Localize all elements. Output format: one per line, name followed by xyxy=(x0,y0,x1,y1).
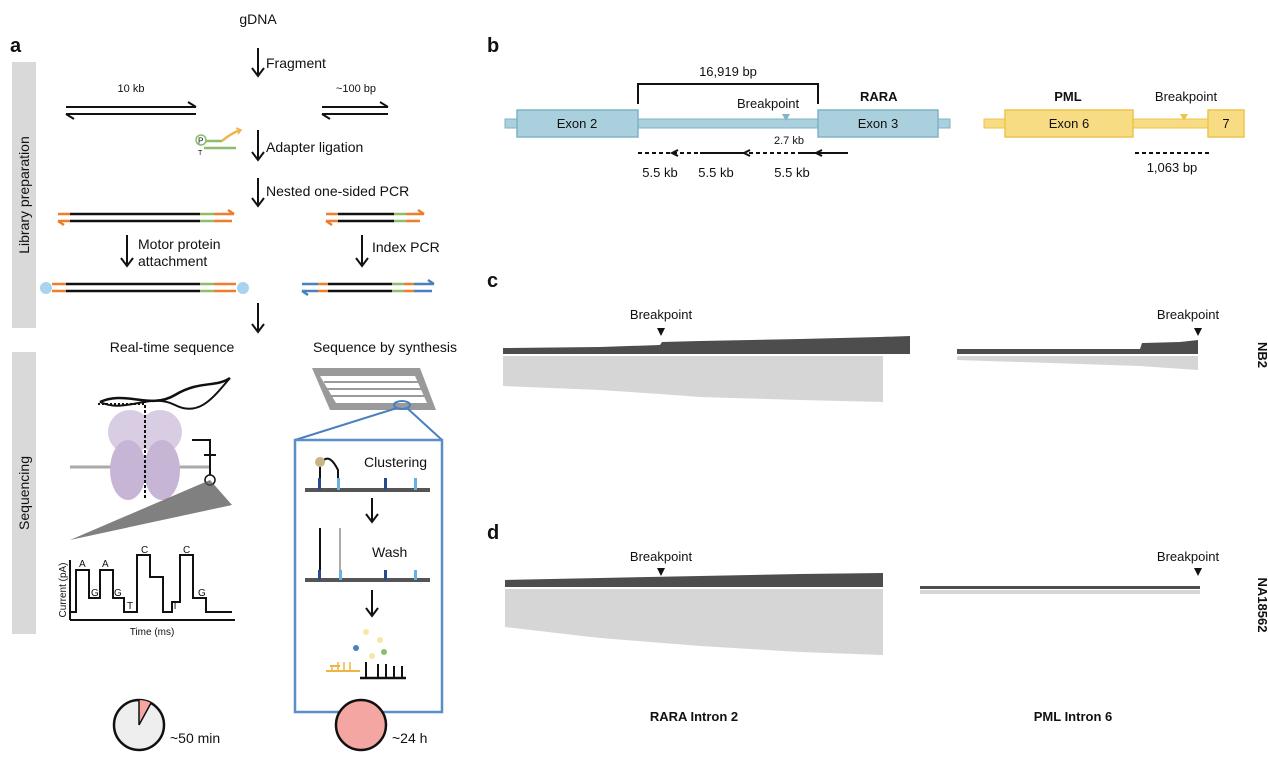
adapter-icon: P T xyxy=(195,127,243,157)
rara-amplicon-1: 5.5 kb xyxy=(642,165,677,180)
flow-arrows xyxy=(120,48,369,334)
panel-label-b: b xyxy=(487,35,499,57)
library-prep-sidebar xyxy=(12,62,36,328)
pml-exon6-label: Exon 6 xyxy=(1049,116,1089,131)
c-sample-label: NB2 xyxy=(1255,342,1268,368)
time-nanopore-label: ~50 min xyxy=(170,730,220,746)
clock-icon-sbs xyxy=(334,698,388,752)
svg-text:A: A xyxy=(79,559,86,570)
pcr-product-long xyxy=(57,208,235,227)
current-trace-plot: A G A G T C T C G Current (pA) Time (ms) xyxy=(58,545,235,638)
rara-offset-label: 2.7 kb xyxy=(774,135,804,147)
c-pml-reads xyxy=(957,356,1198,370)
svg-text:C: C xyxy=(183,545,190,556)
rara-intron-label: RARA Intron 2 xyxy=(650,709,738,724)
d-breakpoint-right: Breakpoint xyxy=(1157,549,1220,564)
rara-exon2-label: Exon 2 xyxy=(557,116,597,131)
d-breakpoint-right-marker xyxy=(1194,568,1202,576)
pml-amplicon-label: 1,063 bp xyxy=(1147,160,1198,175)
panel-label-d: d xyxy=(487,522,499,544)
pml-breakpoint-label: Breakpoint xyxy=(1155,89,1218,104)
gdna-label: gDNA xyxy=(239,11,277,27)
svg-text:T: T xyxy=(127,601,133,612)
wash-label: Wash xyxy=(372,544,407,560)
motor-attached-product xyxy=(40,282,249,294)
clustering-label: Clustering xyxy=(364,454,427,470)
c-pml-coverage xyxy=(957,340,1198,354)
fragment-arrowhead xyxy=(251,67,265,78)
rara-exon3-box xyxy=(817,109,939,138)
pml-gene-label: PML xyxy=(1054,89,1082,104)
realtime-label: Real-time sequence xyxy=(110,339,235,355)
d-breakpoint-left-marker xyxy=(657,568,665,576)
size-short-label: ~100 bp xyxy=(336,83,376,95)
sequencing-sidebar xyxy=(12,352,36,634)
short-fragment xyxy=(321,101,389,120)
d-rara-reads xyxy=(505,589,883,655)
panel-label-c: c xyxy=(487,270,498,292)
d-sample-label: NA18562 xyxy=(1255,578,1268,633)
motor-arrowhead xyxy=(120,257,134,268)
pml-exon7-box xyxy=(1207,109,1245,138)
seq-arrowhead xyxy=(251,323,265,334)
index-pcr-product xyxy=(301,278,435,297)
fragment-label: Fragment xyxy=(266,55,326,71)
clock-icon-nanopore xyxy=(112,698,166,752)
svg-text:A: A xyxy=(102,559,109,570)
pml-exon7-label: 7 xyxy=(1222,116,1229,131)
c-breakpoint-left: Breakpoint xyxy=(630,307,693,322)
motor-protein-label-2: attachment xyxy=(138,253,207,269)
pml-exon6-box xyxy=(1004,109,1134,138)
c-rara-reads xyxy=(503,356,883,402)
d-rara-coverage xyxy=(505,573,883,587)
rara-breakpoint-label: Breakpoint xyxy=(737,96,800,111)
rara-gene-diagram xyxy=(504,83,951,157)
d-pml-coverage xyxy=(920,586,1200,589)
pml-breakpoint-marker xyxy=(1180,114,1188,121)
pml-gene-diagram xyxy=(983,109,1245,154)
rara-span-label: 16,919 bp xyxy=(699,64,757,79)
panel-label-a: a xyxy=(10,35,22,57)
c-breakpoint-left-marker xyxy=(657,328,665,336)
nested-pcr-label: Nested one-sided PCR xyxy=(266,183,409,199)
rara-amplicon-3: 5.5 kb xyxy=(774,165,809,180)
svg-text:P: P xyxy=(198,137,203,146)
adapter-ligation-label: Adapter ligation xyxy=(266,139,363,155)
motor-protein-label-1: Motor protein xyxy=(138,236,220,252)
svg-text:G: G xyxy=(114,588,122,599)
sbs-illustration xyxy=(293,368,444,714)
adapter-arrowhead xyxy=(251,151,265,162)
nanopore-illustration xyxy=(70,376,232,540)
d-pml-reads xyxy=(920,590,1200,594)
d-breakpoint-left: Breakpoint xyxy=(630,549,693,564)
time-sbs-label: ~24 h xyxy=(392,730,427,746)
index-arrowhead xyxy=(355,257,369,268)
svg-text:G: G xyxy=(91,588,99,599)
c-breakpoint-right-marker xyxy=(1194,328,1202,336)
time-axis-label: Time (ms) xyxy=(130,627,175,638)
sbs-label: Sequence by synthesis xyxy=(313,339,457,355)
c-breakpoint-right: Breakpoint xyxy=(1157,307,1220,322)
pcr-arrowhead xyxy=(251,197,265,208)
library-prep-label: Library preparation xyxy=(16,136,32,254)
rara-breakpoint-marker xyxy=(782,114,790,121)
rara-exon2-box xyxy=(516,109,639,138)
current-axis-label: Current (pA) xyxy=(58,562,69,617)
pcr-product-short xyxy=(325,208,425,227)
rara-amplicon-2: 5.5 kb xyxy=(698,165,733,180)
svg-text:T: T xyxy=(198,150,203,157)
svg-text:G: G xyxy=(198,588,206,599)
size-long-label: 10 kb xyxy=(118,83,145,95)
svg-text:T: T xyxy=(172,601,178,612)
c-rara-coverage xyxy=(503,336,910,354)
rara-span-bracket xyxy=(637,83,819,104)
pml-intron-label: PML Intron 6 xyxy=(1034,709,1112,724)
svg-text:C: C xyxy=(141,545,148,556)
index-pcr-label: Index PCR xyxy=(372,239,440,255)
rara-gene-label: RARA xyxy=(860,89,898,104)
sequencing-label: Sequencing xyxy=(16,456,32,530)
rara-exon3-label: Exon 3 xyxy=(858,116,898,131)
long-fragment xyxy=(65,101,197,120)
